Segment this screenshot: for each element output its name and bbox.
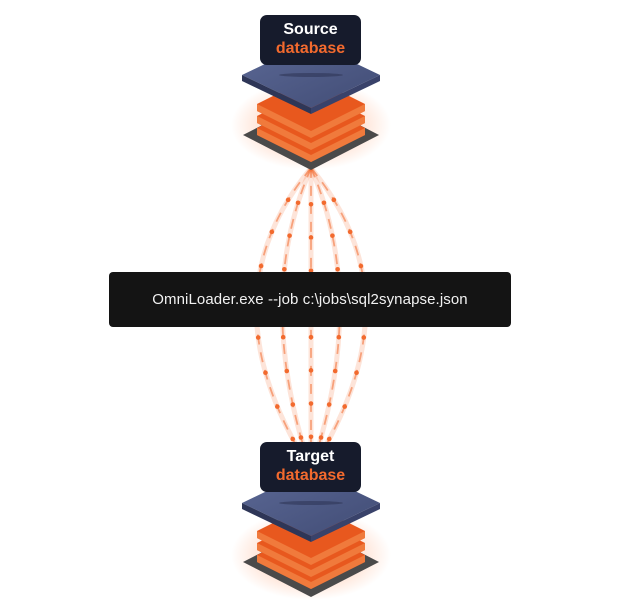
flow-dot [335, 266, 340, 272]
command-line-box: OmniLoader.exe --job c:\jobs\sql2synapse… [109, 272, 511, 327]
flow-dot [308, 368, 314, 373]
source-database-icon [231, 42, 391, 170]
flow-dot [347, 229, 353, 235]
flow-dot [287, 233, 292, 238]
source-label-line1: Source [283, 21, 338, 38]
flow-dot [321, 200, 327, 206]
source-label-line2: database [275, 40, 346, 57]
flow-dot [280, 334, 286, 340]
flow-dot [275, 404, 280, 409]
flow-dot [318, 435, 324, 440]
flow-dot [326, 402, 332, 407]
flow-dot [284, 368, 290, 374]
flow-dot [358, 263, 364, 269]
source-database-label: Source database [260, 15, 361, 65]
target-label-line1: Target [286, 448, 335, 465]
flow-dot [285, 197, 291, 203]
flow-dot [308, 401, 314, 406]
flow-dot [354, 370, 359, 375]
flow-dot [308, 201, 314, 207]
target-label-line2: database [275, 467, 346, 484]
flow-dot [308, 334, 314, 340]
flow-dot [342, 404, 347, 409]
flow-dot [298, 435, 304, 440]
flow-dot [332, 368, 338, 374]
flow-line [255, 167, 312, 471]
flow-dot [295, 200, 301, 206]
flow-dot [258, 263, 264, 269]
flow-dot [269, 229, 275, 235]
flow-dot [290, 436, 296, 442]
flow-dot [331, 197, 337, 203]
flow-dot [290, 402, 296, 407]
target-database-label: Target database [260, 442, 361, 492]
flow-dot [263, 370, 268, 375]
flow-dot [282, 266, 287, 272]
flow-dot [308, 235, 314, 240]
flow-dot [326, 436, 332, 442]
command-text: OmniLoader.exe --job c:\jobs\sql2synapse… [152, 291, 468, 308]
flow-dot [308, 434, 314, 440]
flow-dot [255, 335, 261, 340]
flow-dot [336, 334, 342, 340]
flow-dot [308, 268, 314, 273]
flow-dot [361, 335, 367, 340]
flow-line [310, 167, 367, 471]
flow-dot [330, 233, 335, 238]
